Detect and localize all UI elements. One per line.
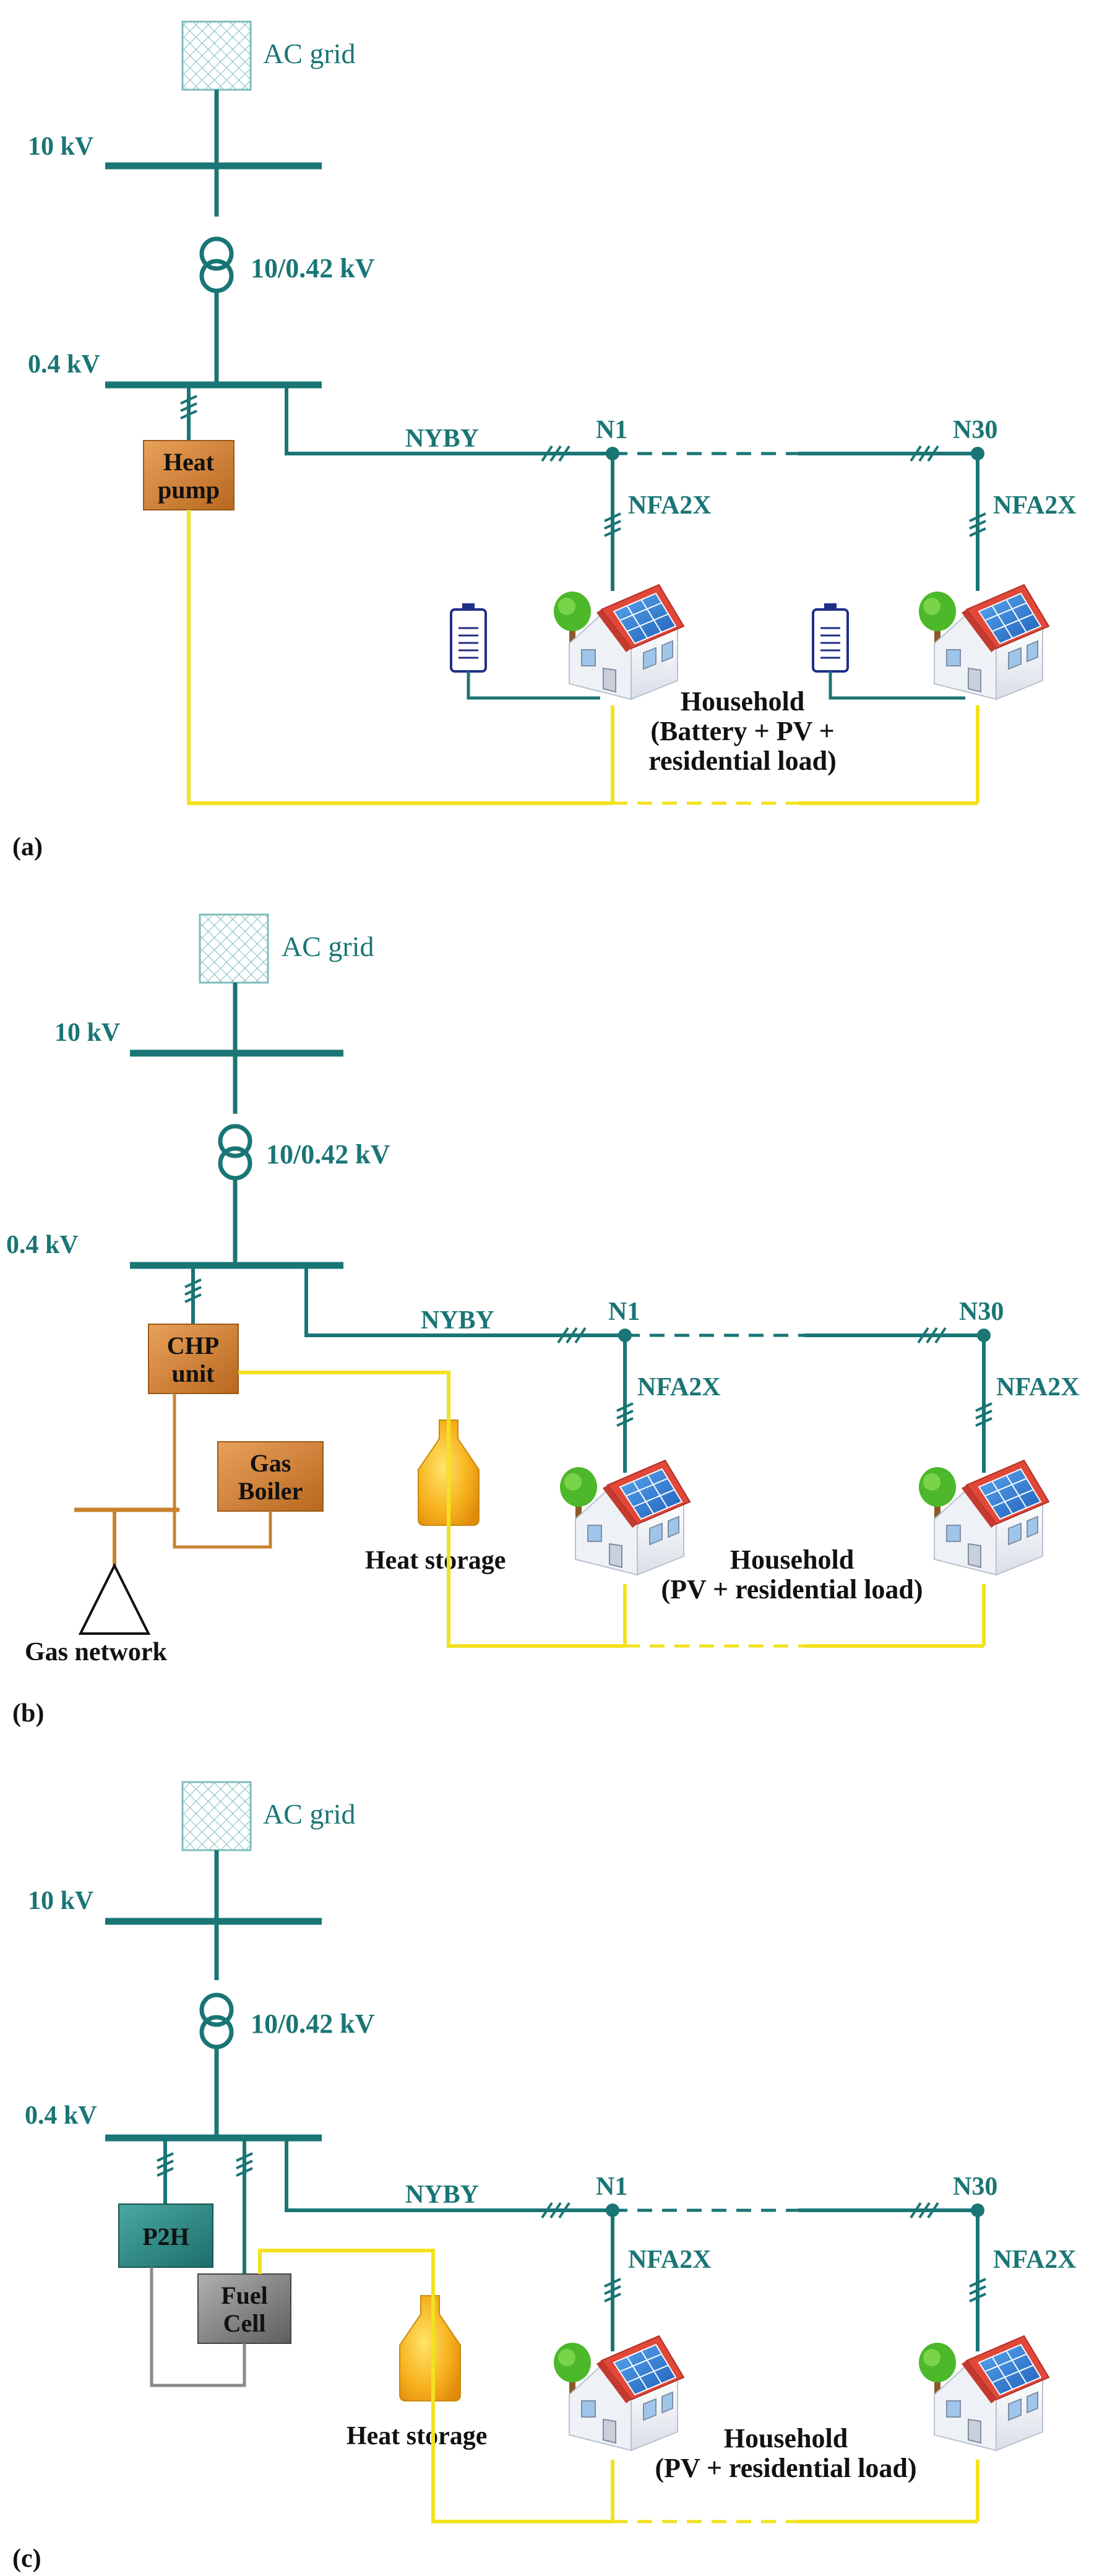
nfa2x-label-1: NFA2X <box>628 491 712 520</box>
kv-low-label: 0.4 kV <box>28 350 100 379</box>
nfa2x-label-2: NFA2X <box>996 1373 1080 1402</box>
nyby-label: NYBY <box>405 424 479 453</box>
kv-high-label: 10 kV <box>54 1019 120 1047</box>
house-pv-icon <box>918 584 1049 700</box>
transformer-icon <box>220 1126 250 1178</box>
chp-label-line2: unit <box>172 1359 215 1387</box>
house-pv-icon <box>918 2335 1049 2451</box>
nyby-label: NYBY <box>421 1306 494 1335</box>
heat-storage-label: Heat storage <box>347 2422 487 2450</box>
kv-low-label: 0.4 kV <box>6 1231 79 1259</box>
node-n1-label: N1 <box>608 1298 640 1326</box>
house-pv-icon <box>918 1460 1049 1575</box>
triple-tick-mark <box>157 2152 174 2177</box>
fuel-cell-box <box>197 2273 291 2344</box>
nfa2x-label-1: NFA2X <box>628 2246 712 2274</box>
household-label-line2: (PV + residential load) <box>655 2453 916 2483</box>
gas-boiler-box <box>217 1441 324 1512</box>
household-label-line2: (Battery + PV + <box>650 716 834 746</box>
triple-tick-mark <box>236 2152 253 2177</box>
triple-tick-mark <box>557 1327 947 1344</box>
transformer-label: 10/0.42 kV <box>266 1139 390 1170</box>
ac-grid-label: AC grid <box>282 931 374 962</box>
fuel-cell-label-line2: Cell <box>223 2309 266 2337</box>
triple-tick-mark <box>541 2202 939 2219</box>
gas-network-label: Gas network <box>25 1638 167 1666</box>
node-n30-label: N30 <box>953 2173 997 2201</box>
battery-icon <box>812 602 849 673</box>
triple-tick-mark <box>604 2278 986 2302</box>
transformer-label: 10/0.42 kV <box>251 2009 375 2039</box>
heat-storage-label: Heat storage <box>365 1546 506 1575</box>
heat-pump-label-line2: pump <box>158 476 220 504</box>
ac-grid-label: AC grid <box>263 1798 356 1830</box>
panel-b: AC grid 10 kV 10/0.42 kV 0.4 kV CHP unit… <box>6 913 1080 1728</box>
transformer-label: 10/0.42 kV <box>251 253 375 283</box>
heat-storage-tank-icon <box>399 2295 461 2402</box>
panel-c: AC grid 10 kV 10/0.42 kV 0.4 kV P2H Fuel… <box>12 1781 1077 2573</box>
transformer-icon <box>202 239 231 291</box>
gas-boiler-label-line2: Boiler <box>238 1477 303 1505</box>
node-n1-label: N1 <box>596 416 627 444</box>
triple-tick-mark <box>541 445 939 462</box>
household-label-line3: residential load) <box>648 746 837 776</box>
ac-grid-icon <box>181 20 252 91</box>
chp-label-line1: CHP <box>167 1332 219 1359</box>
nyby-label: NYBY <box>405 2181 479 2209</box>
triple-tick-mark <box>184 1278 202 1303</box>
household-label-line1: Household <box>730 1544 854 1575</box>
kv-high-label: 10 kV <box>28 1887 93 1915</box>
nfa2x-label-2: NFA2X <box>993 491 1077 520</box>
nfa2x-label-1: NFA2X <box>637 1373 721 1402</box>
transformer-icon <box>202 1995 231 2047</box>
heat-pump-label-line1: Heat <box>163 448 215 476</box>
nfa2x-label-2: NFA2X <box>993 2246 1077 2274</box>
house-pv-icon <box>559 1460 691 1575</box>
house-pv-icon <box>553 2335 684 2451</box>
panel-a: AC grid 10 kV 10/0.42 kV 0.4 kV Heat pum… <box>12 20 1077 861</box>
kv-low-label: 0.4 kV <box>25 2101 97 2130</box>
panel-b-letter: (b) <box>12 1699 44 1728</box>
house-pv-icon <box>553 584 684 700</box>
triple-tick-mark <box>616 1402 992 1427</box>
p2h-label: P2H <box>142 2223 189 2251</box>
panel-c-letter: (c) <box>12 2544 41 2573</box>
household-label-line2: (PV + residential load) <box>661 1574 923 1605</box>
p2h-box <box>118 2203 213 2268</box>
node-n30-label: N30 <box>959 1298 1004 1326</box>
ac-grid-label: AC grid <box>263 38 356 69</box>
triple-tick-mark <box>604 512 986 537</box>
node-n1-label: N1 <box>596 2173 627 2201</box>
node-n30-label: N30 <box>953 416 997 444</box>
ac-grid-icon <box>181 1781 252 1851</box>
ac-grid-icon <box>199 913 269 984</box>
gas-network-triangle-icon <box>78 1562 151 1635</box>
heat-pump-box <box>143 440 235 510</box>
battery-icon <box>450 602 487 673</box>
chp-unit-box <box>148 1324 239 1394</box>
household-label-line1: Household <box>681 686 805 717</box>
gas-boiler-label-line1: Gas <box>250 1449 291 1477</box>
fuel-cell-label-line1: Fuel <box>221 2281 268 2309</box>
panel-a-letter: (a) <box>12 833 43 861</box>
household-label-line1: Household <box>724 2423 848 2453</box>
triple-tick-mark <box>180 395 197 420</box>
kv-high-label: 10 kV <box>28 132 93 161</box>
